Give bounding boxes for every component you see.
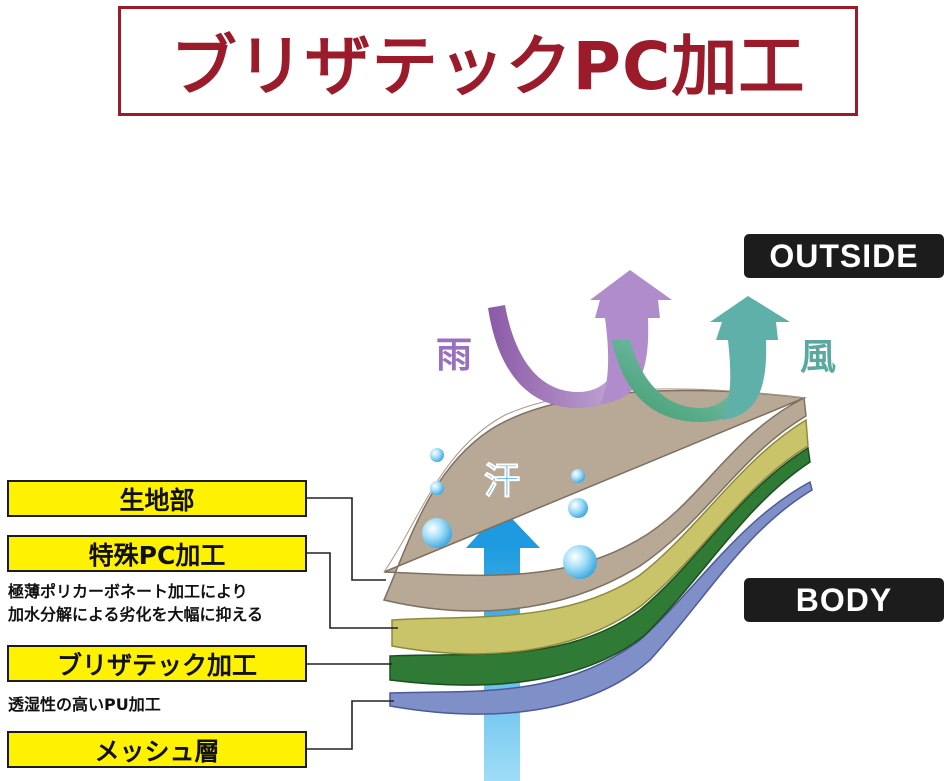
title-frame: ブリザテックPC加工: [118, 6, 858, 116]
page-title: ブリザテックPC加工: [170, 28, 806, 105]
layer-mesh: [389, 480, 813, 715]
sweat-label: 汗: [483, 461, 521, 503]
label-special-pc: 特殊PC加工: [7, 535, 307, 572]
note-special-pc-line1: 極薄ポリカーボネート加工により: [8, 582, 248, 601]
outside-tag: OUTSIDE: [744, 234, 944, 278]
rain-label: 雨: [436, 335, 473, 376]
leader-lines: [307, 497, 398, 750]
layer-fabric: [382, 389, 807, 612]
sweat-bubbles: [422, 448, 597, 579]
body-tag: BODY: [744, 578, 944, 622]
layer-special-pc: [391, 418, 809, 655]
rain-arrow: [488, 270, 672, 408]
layer-blizatech: [389, 446, 811, 686]
label-mesh: メッシュ層: [7, 731, 307, 768]
note-special-pc-line2: 加水分解による劣化を大幅に抑える: [8, 605, 264, 624]
label-blizatech: ブリザテック加工: [7, 645, 307, 682]
wind-label: 風: [800, 337, 837, 378]
wind-arrow: [612, 296, 790, 422]
label-fabric: 生地部: [7, 480, 307, 517]
note-blizatech: 透湿性の高いPU加工: [8, 695, 161, 714]
